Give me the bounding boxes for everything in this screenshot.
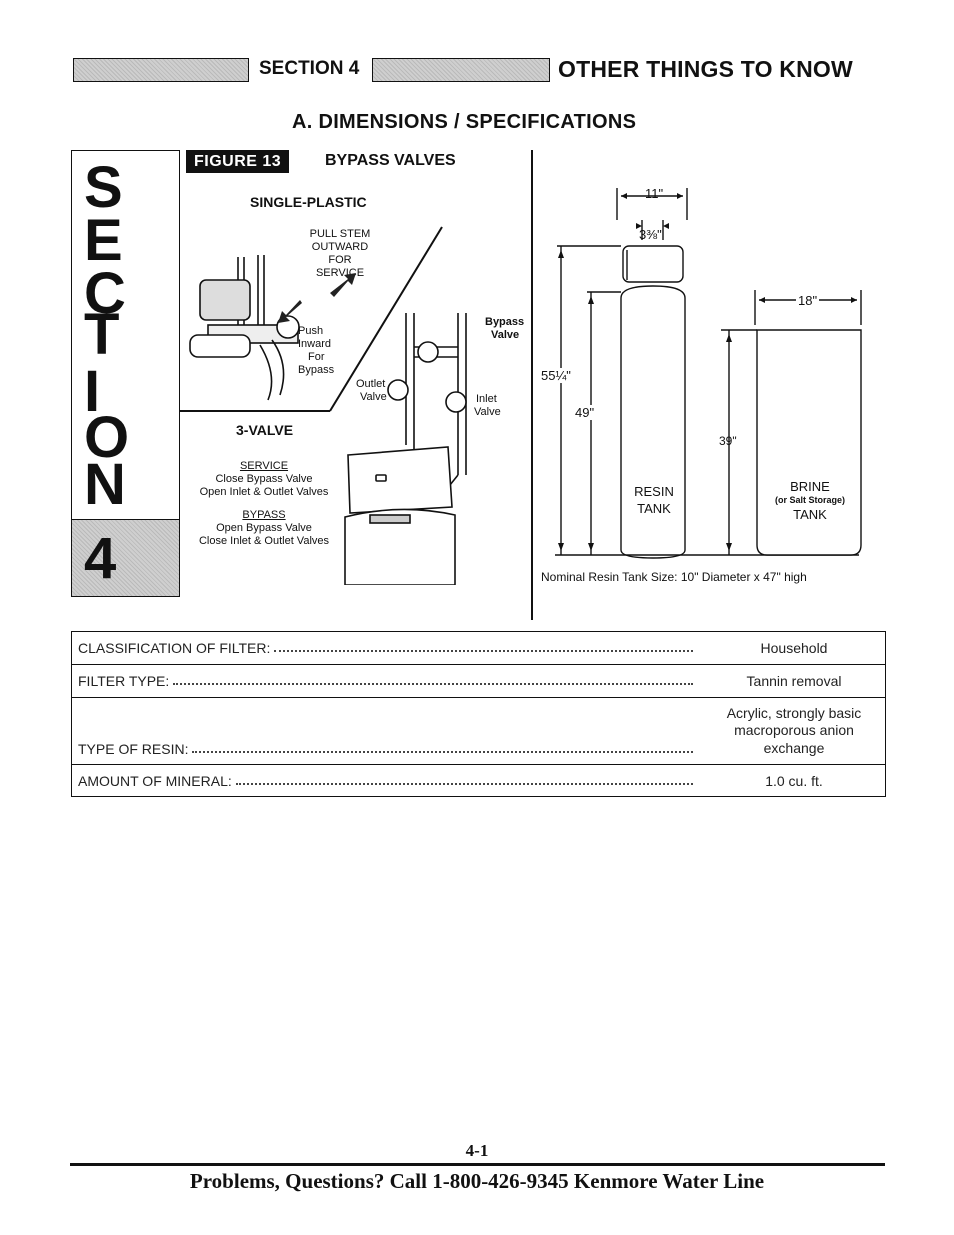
header-shade-bar-right bbox=[372, 58, 550, 82]
side-letter-e: E bbox=[84, 208, 123, 273]
bypass-instructions: BYPASS Open Bypass Valve Close Inlet & O… bbox=[184, 509, 344, 548]
header-shade-bar-left bbox=[73, 58, 249, 82]
bypass-heading: BYPASS bbox=[242, 509, 286, 521]
push-line-1: Push bbox=[298, 325, 324, 337]
single-plastic-valve-drawing bbox=[189, 255, 300, 401]
service-line-2: Open Inlet & Outlet Valves bbox=[199, 485, 329, 498]
pull-stem-line-1: PULL STEM bbox=[309, 228, 371, 240]
pull-stem-line-2: OUTWARD bbox=[311, 240, 369, 253]
inlet-valve-label: Inlet Valve bbox=[474, 393, 501, 419]
figure-divider bbox=[531, 150, 533, 620]
side-number-box: 4 bbox=[71, 519, 180, 597]
outlet-valve-label: Outlet Valve bbox=[356, 378, 387, 404]
section-label: SECTION 4 bbox=[259, 58, 360, 79]
table-row: AMOUNT OF MINERAL: 1.0 cu. ft. bbox=[71, 764, 886, 797]
resin-tank-label: RESIN TANK bbox=[624, 484, 684, 518]
spec-label: TYPE OF RESIN: bbox=[78, 741, 189, 757]
figure-badge: FIGURE 13 bbox=[186, 150, 290, 173]
table-row: FILTER TYPE: Tannin removal bbox=[71, 664, 886, 698]
bypass-line-1: Open Bypass Valve bbox=[216, 521, 312, 534]
table-row: TYPE OF RESIN: Acrylic, strongly basic m… bbox=[71, 697, 886, 765]
bypass-valve-line-2: Valve bbox=[491, 328, 520, 341]
bypass-valve-line-1: Bypass bbox=[485, 316, 525, 328]
brine-tank-label: BRINE (or Salt Storage) TANK bbox=[760, 479, 860, 523]
pull-stem-line-3: FOR bbox=[328, 253, 352, 266]
softener-head-drawing bbox=[344, 446, 456, 585]
spec-label: FILTER TYPE: bbox=[78, 673, 170, 689]
resin-tank-line-2: TANK bbox=[637, 500, 671, 516]
side-letter-i: I bbox=[84, 359, 101, 424]
outlet-valve-line-1: Outlet bbox=[356, 378, 386, 390]
push-line-3: For bbox=[308, 350, 325, 363]
dim-height-tank: 49" bbox=[575, 405, 595, 420]
bypass-valve-label: Bypass Valve bbox=[485, 316, 524, 342]
side-letter-s: S bbox=[84, 155, 123, 220]
push-line-4: Bypass bbox=[298, 363, 335, 376]
page-title: OTHER THINGS TO KNOW bbox=[558, 56, 853, 82]
spec-label-cell: AMOUNT OF MINERAL: bbox=[71, 764, 703, 797]
spec-label: AMOUNT OF MINERAL: bbox=[78, 772, 232, 789]
brine-tank-line-2: (or Salt Storage) bbox=[774, 495, 845, 506]
dim-height-total: 55¼" bbox=[541, 368, 571, 383]
nominal-note: Nominal Resin Tank Size: 10" Diameter x … bbox=[541, 570, 807, 584]
pull-arrow-icon bbox=[330, 273, 356, 297]
side-tab: S E C T I O N 4 bbox=[71, 150, 180, 597]
push-inward-note: Push Inward For Bypass bbox=[298, 325, 334, 377]
bypass-line-2: Close Inlet & Outlet Valves bbox=[198, 534, 330, 547]
single-plastic-title: SINGLE-PLASTIC bbox=[250, 194, 367, 210]
three-valve-piping bbox=[387, 313, 467, 486]
inlet-valve-line-1: Inlet bbox=[476, 393, 497, 405]
spec-value: Tannin removal bbox=[703, 664, 886, 698]
side-number: 4 bbox=[84, 526, 117, 591]
spec-label: CLASSIFICATION OF FILTER: bbox=[78, 640, 271, 656]
side-letter-n: N bbox=[84, 452, 126, 517]
specs-table: CLASSIFICATION OF FILTER: Household FILT… bbox=[71, 631, 886, 797]
push-line-2: Inward bbox=[298, 337, 332, 350]
spec-label-cell: CLASSIFICATION OF FILTER: bbox=[71, 631, 703, 665]
side-letter-t: T bbox=[84, 302, 120, 367]
spec-value: 1.0 cu. ft. bbox=[703, 764, 886, 797]
resin-tank-line-1: RESIN bbox=[634, 484, 674, 499]
outlet-valve-line-2: Valve bbox=[360, 390, 387, 403]
spec-value: Household bbox=[703, 631, 886, 665]
page-number: 4-1 bbox=[465, 1141, 489, 1160]
inlet-valve-line-2: Valve bbox=[474, 405, 501, 418]
service-instructions: SERVICE Close Bypass Valve Open Inlet & … bbox=[184, 460, 344, 499]
dim-width-head: 3⅜" bbox=[639, 227, 662, 242]
figure-caption: BYPASS VALVES bbox=[325, 152, 456, 169]
side-letter-c: C bbox=[84, 261, 126, 326]
footer-hotline: Problems, Questions? Call 1-800-426-9345… bbox=[189, 1169, 765, 1193]
side-letter-o: O bbox=[84, 405, 130, 470]
spec-value: Acrylic, strongly basic macroporous anio… bbox=[703, 697, 886, 765]
spec-label-cell: FILTER TYPE: bbox=[71, 664, 703, 698]
dim-brine-width: 18" bbox=[796, 293, 820, 308]
bypass-valve-illustration bbox=[180, 226, 467, 585]
three-valve-title: 3-VALVE bbox=[236, 422, 294, 438]
push-arrow-icon bbox=[278, 300, 302, 323]
section-subtitle: A. DIMENSIONS / SPECIFICATIONS bbox=[292, 111, 637, 133]
dim-brine-height: 39" bbox=[719, 434, 737, 448]
service-line-1: Close Bypass Valve bbox=[215, 472, 313, 485]
service-heading: SERVICE bbox=[239, 460, 289, 472]
table-row: CLASSIFICATION OF FILTER: Household bbox=[71, 631, 886, 665]
footer-rule bbox=[70, 1163, 885, 1166]
dim-width-top: 11" bbox=[645, 186, 664, 201]
brine-tank-line-3: TANK bbox=[793, 506, 827, 522]
brine-tank-line-1: BRINE bbox=[790, 479, 830, 494]
spec-label-cell: TYPE OF RESIN: bbox=[71, 697, 703, 765]
dimension-drawing bbox=[555, 188, 862, 559]
